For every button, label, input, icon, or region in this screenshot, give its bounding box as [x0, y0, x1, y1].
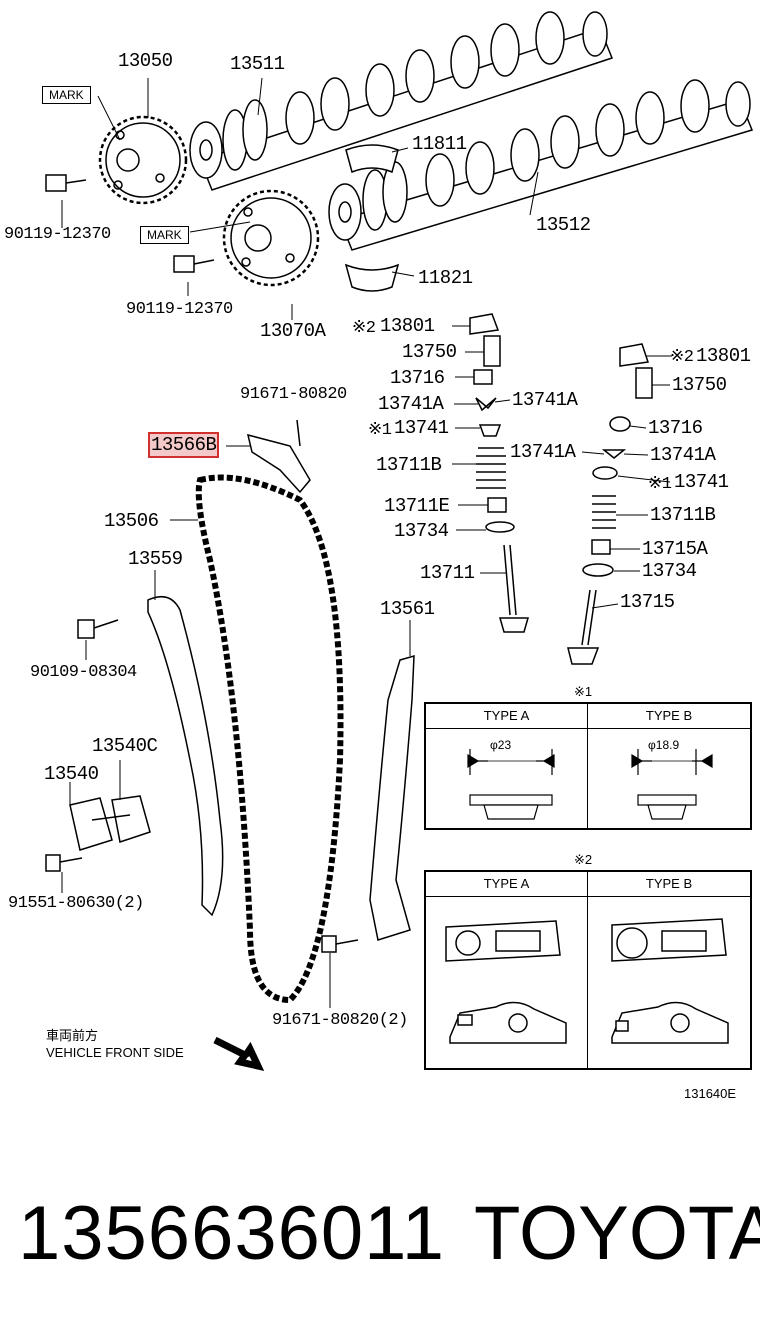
table1-header-b: TYPE B — [588, 704, 750, 729]
label-13750-b: 13750 — [672, 374, 727, 396]
label-13511: 13511 — [230, 53, 285, 75]
mark-label-1: MARK — [42, 86, 91, 104]
bolt-91671-b — [321, 935, 359, 953]
label-13715: 13715 — [620, 591, 675, 613]
label-11811: 11811 — [412, 133, 467, 155]
label-13741-b: 13741 — [674, 471, 729, 493]
table2-mark: ※2 — [574, 852, 593, 867]
bearing-11821 — [344, 263, 400, 292]
label-13561: 13561 — [380, 598, 435, 620]
label-13741A-c: 13741A — [510, 441, 576, 463]
table-type-1: TYPE A TYPE B φ23 φ18.9 — [424, 702, 752, 830]
label-13741A-b: 13741A — [512, 389, 578, 411]
valve-train-left — [469, 313, 529, 633]
bolt-90119-b — [173, 255, 215, 273]
table2-drawings — [445, 918, 729, 1044]
label-13741A-d: 13741A — [650, 444, 716, 466]
sprocket-13050 — [98, 115, 188, 205]
tensioner-13540 — [69, 795, 151, 851]
label-13741A-a: 13741A — [378, 393, 444, 415]
label-13711B-b: 13711B — [650, 504, 716, 526]
note-mark-13741-a: ※1 — [368, 421, 392, 440]
label-90119-b: 90119-12370 — [126, 300, 233, 319]
label-13050: 13050 — [118, 50, 173, 72]
timing-chain — [195, 474, 344, 1004]
label-91671-b: 91671-80820(2) — [272, 1011, 408, 1030]
table2-header-a: TYPE A — [426, 872, 587, 897]
note-mark-13741-b: ※1 — [648, 475, 672, 494]
table-type-2: TYPE A TYPE B — [424, 870, 752, 1070]
label-13741-a: 13741 — [394, 417, 449, 439]
damper-13561 — [369, 654, 415, 941]
sprocket-13070A — [222, 189, 320, 287]
highlighted-part-number[interactable]: 13566B — [147, 432, 220, 458]
label-13512: 13512 — [536, 214, 591, 236]
camshaft-13511 — [189, 11, 613, 191]
label-13716-b: 13716 — [648, 417, 703, 439]
bolt-90119-a — [45, 174, 87, 192]
table1-mark: ※1 — [574, 684, 593, 699]
table1-divider — [587, 704, 588, 828]
label-13734-b: 13734 — [642, 560, 697, 582]
table2-divider — [587, 872, 588, 1068]
direction-en: VEHICLE FRONT SIDE — [46, 1045, 184, 1060]
brand-footer: TOYOTA — [474, 1191, 760, 1276]
table1-dim-a: φ23 — [490, 738, 512, 752]
part-number-footer: 1356636011 — [18, 1191, 446, 1276]
label-11821: 11821 — [418, 267, 473, 289]
label-13506: 13506 — [104, 510, 159, 532]
label-13716-a: 13716 — [390, 367, 445, 389]
label-13540: 13540 — [44, 763, 99, 785]
table1-drawings — [467, 749, 713, 820]
label-13750-a: 13750 — [402, 341, 457, 363]
bolt-91551 — [45, 854, 83, 872]
note-mark-13801-b: ※2 — [670, 348, 694, 367]
label-13801-a: 13801 — [380, 315, 435, 337]
label-91671-a: 91671-80820 — [240, 385, 347, 404]
label-13801-b: 13801 — [696, 345, 751, 367]
label-13711: 13711 — [420, 562, 475, 584]
label-91551: 91551-80630(2) — [8, 894, 144, 913]
label-13711B-a: 13711B — [376, 454, 442, 476]
label-13734-a: 13734 — [394, 520, 449, 542]
label-13540C: 13540C — [92, 735, 158, 757]
bearing-11811 — [345, 144, 399, 174]
direction-jp: 車両前方 — [46, 1028, 99, 1043]
slipper-13559 — [147, 595, 224, 917]
label-13559: 13559 — [128, 548, 183, 570]
table1-header-a: TYPE A — [426, 704, 587, 729]
note-mark-13801-a: ※2 — [352, 319, 376, 338]
label-13070A: 13070A — [260, 320, 326, 342]
table1-dim-b: φ18.9 — [648, 738, 680, 752]
front-arrow — [213, 1036, 265, 1071]
label-90109: 90109-08304 — [30, 663, 137, 682]
label-13715A: 13715A — [642, 538, 708, 560]
chain-guide-13566B — [246, 433, 311, 494]
bolt-90109 — [77, 619, 119, 639]
valve-train-right — [567, 343, 653, 665]
mark-label-2: MARK — [140, 226, 189, 244]
label-90119-a: 90119-12370 — [4, 225, 111, 244]
table2-header-b: TYPE B — [588, 872, 750, 897]
reference-code: 131640E — [684, 1086, 737, 1101]
label-13566B[interactable]: 13566B — [147, 432, 220, 458]
label-13711E: 13711E — [384, 495, 450, 517]
camshaft-13512 — [328, 79, 754, 251]
leader-lines — [61, 77, 672, 1008]
